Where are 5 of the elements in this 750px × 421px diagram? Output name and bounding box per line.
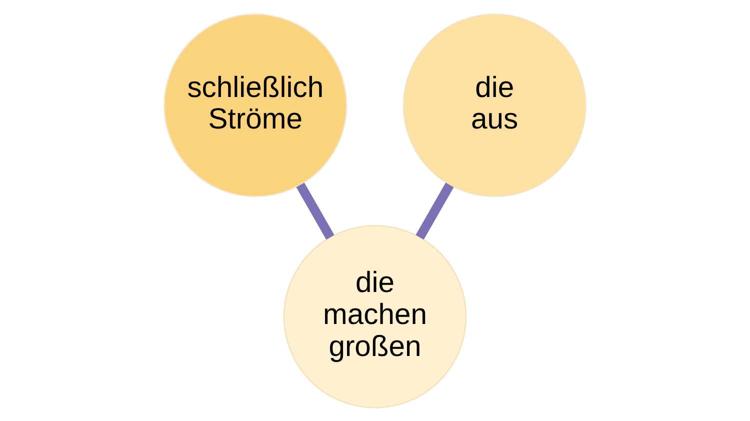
node-circle: die machen großen (283, 224, 467, 408)
connector (296, 182, 334, 240)
node-circle: die aus (402, 13, 586, 197)
connector (416, 182, 454, 240)
node-circle: schließlich Ströme (164, 13, 348, 197)
